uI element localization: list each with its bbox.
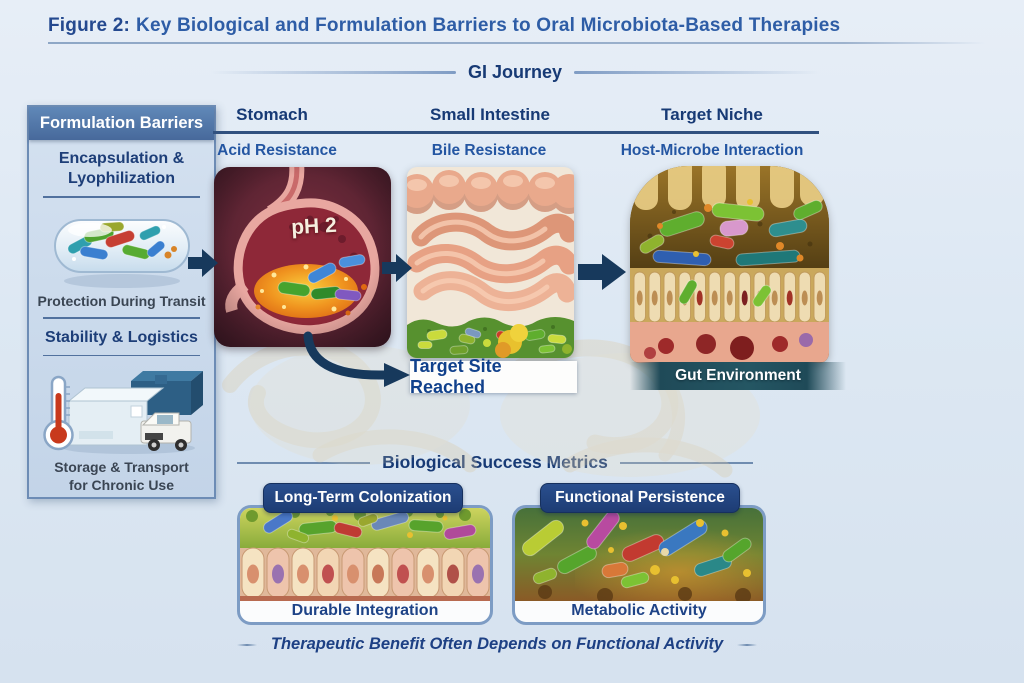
target-niche-illustration: [630, 166, 829, 363]
gi-journey-heading: GI Journey: [210, 62, 820, 83]
colonization-caption: Durable Integration: [291, 602, 439, 619]
persistence-title: Functional Persistence: [555, 489, 725, 506]
divider: [43, 196, 200, 198]
arrow-capsule-to-stomach: [188, 249, 218, 277]
gut-environment-banner: Gut Environment: [630, 362, 846, 390]
formulation-barriers-sidebar: Formulation Barriers Encapsulation & Lyo…: [27, 105, 216, 499]
gi-journey-label: GI Journey: [467, 62, 563, 82]
colonization-title: Long-Term Colonization: [274, 489, 452, 506]
decorative-line: [237, 461, 371, 464]
persistence-illustration: [515, 508, 763, 601]
storage-transport-icon: [43, 371, 203, 454]
stage-header-target-niche: Target Niche: [661, 105, 763, 124]
barrier-bile-resistance: Bile Resistance: [431, 142, 547, 159]
barrier-acid-resistance: Acid Resistance: [217, 142, 337, 159]
colonization-illustration: [240, 508, 490, 601]
encapsulation-caption: Protection During Transit: [37, 292, 206, 309]
persistence-panel: Metabolic Activity: [512, 505, 766, 625]
colonization-header: Long-Term Colonization: [263, 483, 463, 513]
thermometer-icon: [43, 375, 74, 451]
vignette-overlay: [214, 167, 391, 347]
gut-epithelium-icon: [630, 166, 829, 363]
arrow-intestine-to-niche: [578, 254, 626, 290]
arrow-stomach-to-intestine: [382, 254, 412, 282]
barrier-host-microbe: Host-Microbe Interaction: [620, 142, 804, 159]
encapsulation-title: Encapsulation & Lyophilization: [58, 150, 185, 187]
capsule-with-bacteria-icon: [53, 218, 190, 288]
figure-number: Figure 2:: [48, 15, 131, 36]
stage-header-underline: [213, 131, 819, 134]
colonization-panel: Durable Integration: [237, 505, 493, 625]
ph-annotation: pH 2: [290, 213, 338, 240]
persistence-caption: Metabolic Activity: [571, 602, 707, 619]
divider: [43, 354, 200, 356]
footer-note-text: Therapeutic Benefit Often Depends on Fun…: [270, 635, 724, 653]
metabolic-bacteria-icon: [515, 508, 763, 601]
arrow-to-target-site: [303, 331, 410, 387]
decorative-line: [574, 71, 820, 74]
decorative-line: [619, 461, 753, 464]
small-intestine-illustration: [407, 167, 574, 358]
target-site-label: Target Site Reached: [410, 356, 577, 397]
decorative-line: [210, 71, 456, 74]
stability-caption: Storage & Transport for Chronic Use: [54, 459, 189, 493]
storage-box-icon: [67, 387, 165, 446]
epithelium-colonization-icon: [240, 508, 490, 601]
stage-header-small-intestine: Small Intestine: [430, 105, 550, 124]
stage-header-stomach: Stomach: [236, 105, 308, 124]
title-divider: [48, 42, 985, 44]
sidebar-header: Formulation Barriers: [29, 107, 214, 140]
stability-title: Stability & Logistics: [45, 328, 198, 346]
stomach-illustration: pH 2: [214, 167, 391, 347]
decorative-line: [237, 643, 257, 646]
metrics-heading-text: Biological Success Metrics: [382, 452, 608, 472]
footer-note: Therapeutic Benefit Often Depends on Fun…: [237, 635, 757, 654]
cooler-box-icon: [131, 371, 203, 415]
divider: [43, 317, 200, 319]
figure-title: Figure 2:Key Biological and Formulation …: [48, 15, 840, 37]
metrics-heading: Biological Success Metrics: [237, 452, 753, 473]
intestine-icon: [407, 170, 574, 358]
decorative-line: [737, 643, 757, 646]
target-site-text: Target Site Reached: [410, 356, 502, 397]
persistence-header: Functional Persistence: [540, 483, 740, 513]
stomach-icon: [225, 167, 380, 335]
figure-title-text: Key Biological and Formulation Barriers …: [136, 15, 841, 36]
gut-environment-text: Gut Environment: [675, 367, 801, 384]
delivery-van-icon: [140, 412, 192, 451]
